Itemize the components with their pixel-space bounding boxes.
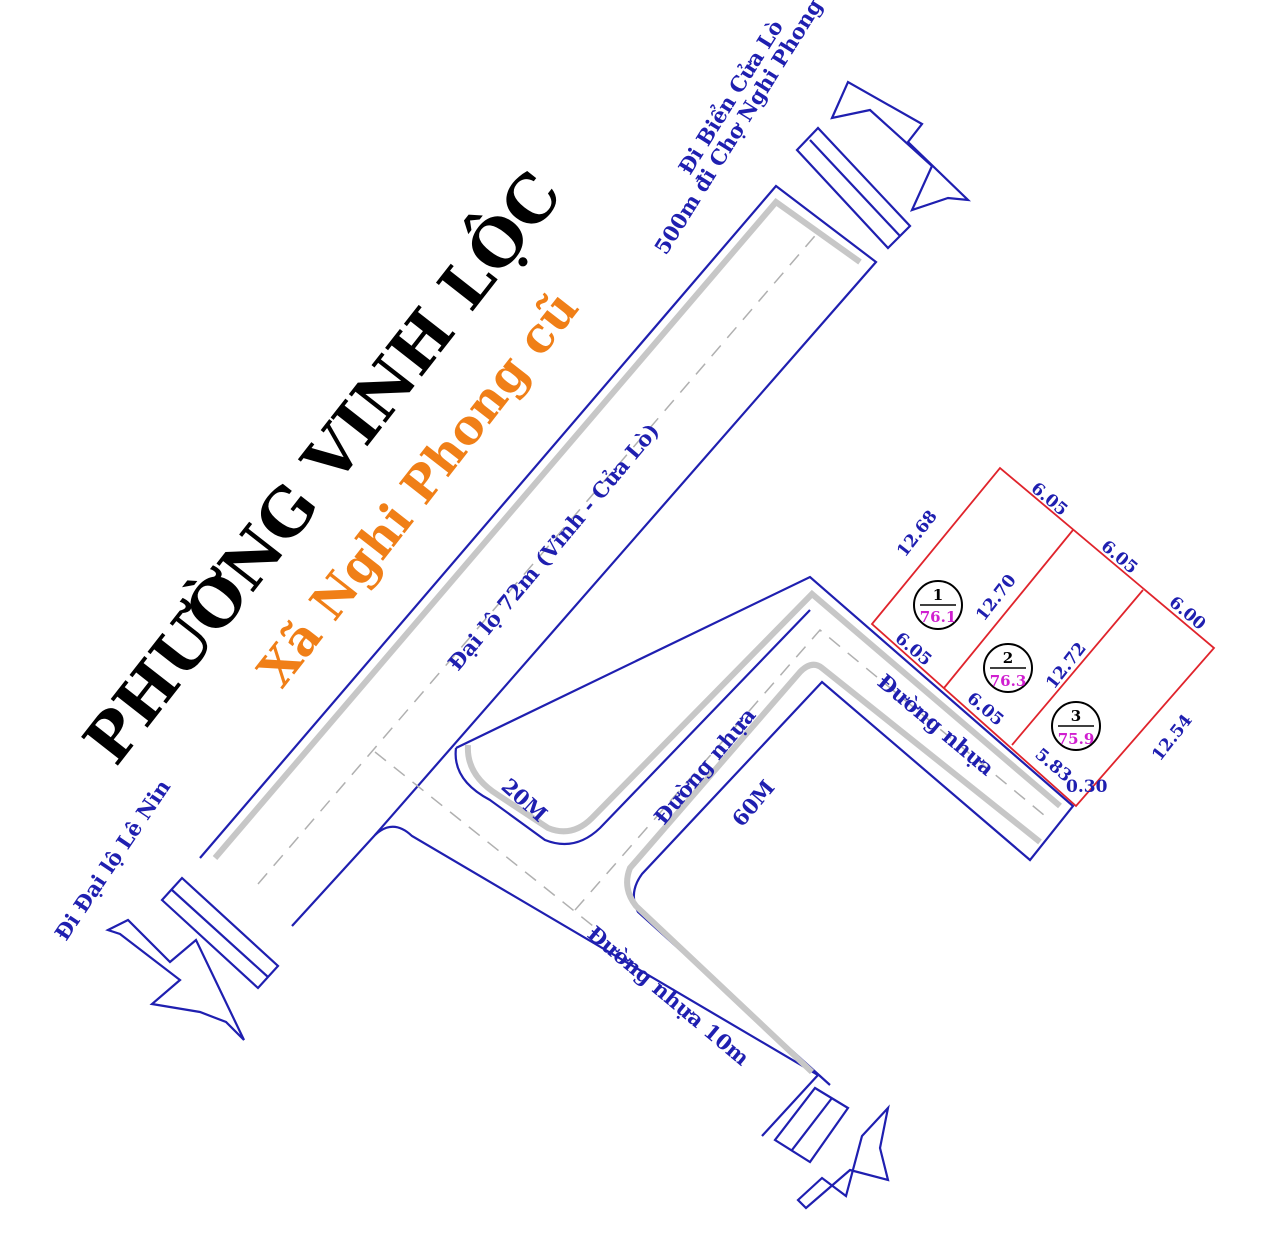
main-avenue-curb	[212, 197, 862, 860]
lots	[870, 466, 1216, 808]
arrows	[105, 80, 972, 1210]
lot-3-area: 75.9	[1058, 730, 1095, 748]
sw-stripe	[160, 876, 280, 990]
lot-2-area: 76.3	[990, 672, 1027, 690]
dim-lot23-shared: 12.72	[1042, 639, 1091, 693]
dimensions: 12.68 6.05 6.05 12.70 6.05 6.05 12.72 6.…	[891, 479, 1210, 797]
lot-1-number: 1	[933, 586, 943, 604]
road-20m-centerline	[374, 628, 1051, 931]
lot-badge-1: 1 76.1	[913, 580, 963, 630]
sw-stripe-2	[171, 889, 269, 978]
se-arrow-icon	[796, 1104, 890, 1210]
dim-lot3-extra: 0.30	[1066, 777, 1108, 797]
lot-2-3-divider	[1011, 589, 1144, 746]
dim-lot1-back: 6.05	[1027, 479, 1072, 521]
road-20m-inner-corner	[454, 609, 811, 846]
road-20m-curb	[464, 589, 1062, 835]
se-stripe-2	[791, 1097, 833, 1151]
main-avenue	[199, 184, 878, 1137]
lot-badge-3: 3 75.9	[1051, 701, 1101, 751]
ne-arrow-icon	[830, 80, 972, 212]
lot-3-number: 3	[1071, 707, 1081, 725]
dim-lot3-back: 6.00	[1165, 593, 1210, 635]
lot-1-area: 76.1	[920, 608, 957, 626]
main-avenue-outline-upper	[199, 184, 878, 859]
sw-arrow-icon	[105, 918, 245, 1041]
road-width-60-label: 60M	[727, 775, 780, 831]
ne-stripe-2	[809, 139, 901, 237]
se-stripe	[773, 1086, 850, 1164]
main-avenue-outline-lower	[291, 825, 820, 1137]
dim-lot12-shared: 12.70	[972, 571, 1021, 625]
dim-lot3-side: 12.54	[1148, 711, 1197, 765]
dim-lot2-back: 6.05	[1097, 537, 1142, 579]
lot-badge-2: 2 76.3	[983, 643, 1033, 693]
road-20m-curb-inner	[624, 661, 1042, 1075]
lot-boundary	[870, 466, 1216, 808]
ne-stripe	[795, 126, 912, 250]
lot-2-number: 2	[1003, 649, 1013, 667]
dim-lot1-side: 12.68	[893, 507, 942, 561]
page-title: PHƯỜNG VINH LỘC	[67, 156, 577, 778]
lot-1-2-divider	[943, 529, 1074, 689]
road-20m	[374, 575, 1075, 1086]
direction-sw: Đi Đại lộ Lê Nin	[49, 775, 175, 945]
end-markers	[160, 126, 912, 1164]
